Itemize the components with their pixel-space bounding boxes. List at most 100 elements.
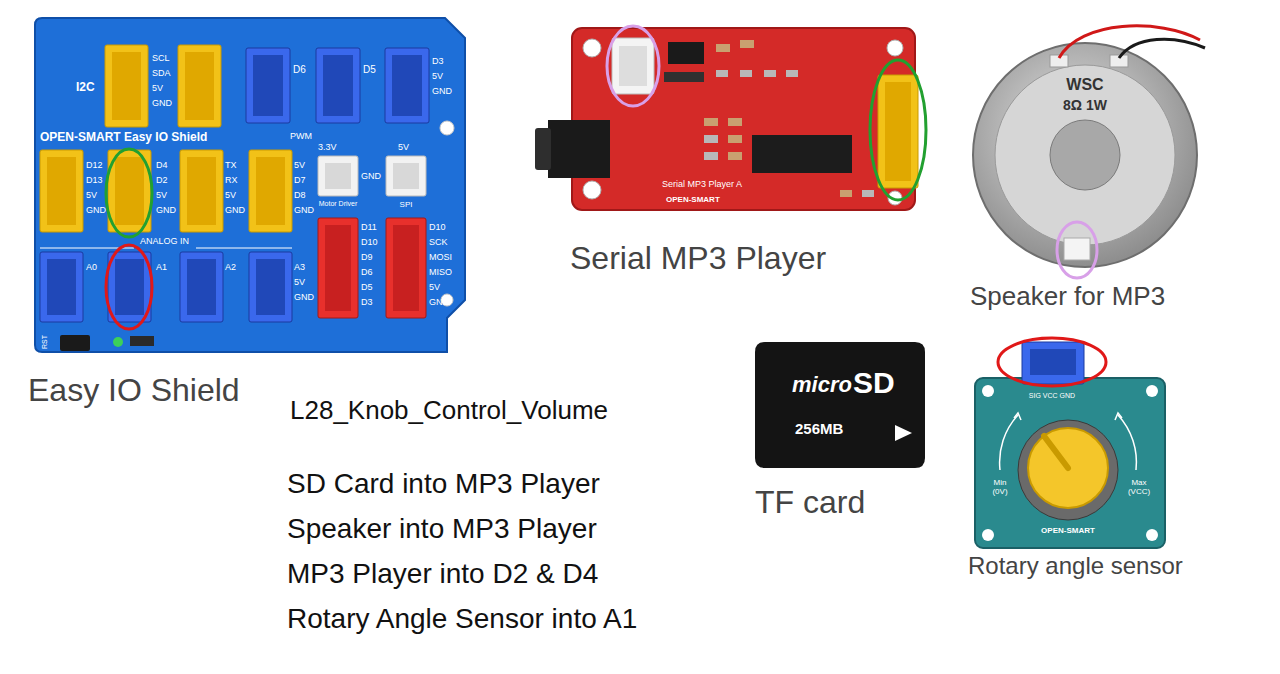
yellow-connectors-part [40,150,83,232]
board-label: GND [432,86,452,96]
blue-connectors-part [392,55,422,116]
yellow-connectors-part [178,45,221,127]
mp3-player-board-part [728,118,742,126]
caption-text: Speaker into MP3 Player [287,513,597,545]
highlight-ring [1057,222,1097,278]
yellow-connectors-part [47,157,76,225]
yellow-connectors-part [180,150,223,232]
blue-connectors-part [256,259,285,315]
mp3-player-board-part [664,72,704,82]
white-connectors-part [386,156,426,196]
board-label: 5V [429,282,440,292]
blue-connectors-part [108,252,151,322]
mp3-player-board-part [885,82,911,181]
caption-text: SD Card into MP3 Player [287,468,600,500]
io-shield-board-part [113,337,123,347]
board-label: 5V [432,71,443,81]
board-label: GND [225,205,245,215]
board-label: SDA [152,68,171,78]
rotary-sensor-part [1014,413,1021,420]
mp3-player-board-part [887,40,903,56]
board-label: Motor Driver [319,200,358,208]
mp3-player-board [535,28,918,210]
tf-card [755,342,925,468]
io-shield-board-part [196,248,292,249]
board-label: 5V [225,190,236,200]
board-label: 8Ω 1W [1063,97,1107,113]
board-label: D9 [361,252,373,262]
red-connectors-part [318,218,358,318]
board-label: D10 [429,222,446,232]
mp3-player-board-part [704,152,718,160]
highlight-ring [607,26,659,106]
blue-connectors-part [180,252,223,322]
highlight-ring [106,149,152,237]
tf-card-part [895,425,912,441]
board-label: I2C [76,81,95,95]
blue-connectors-part [246,48,290,123]
board-label: 5V [294,160,305,170]
mp3-player-board-part [704,118,718,126]
blue-connectors-part [40,252,83,322]
board-label: MISO [429,267,452,277]
rotary-sensor-part [975,378,1165,548]
board-label: Max (VCC) [1123,478,1155,496]
board-label: D10 [361,237,378,247]
caption-text: SD [853,366,895,401]
yellow-connectors-part [256,157,285,225]
yellow-connectors-part [249,150,292,232]
caption-text: Rotary Angle Sensor into A1 [287,603,637,635]
mp3-player-board-part [862,190,874,197]
rotary-sensor-part [1115,413,1122,420]
board-label: D13 [86,175,103,185]
board-label: RST [41,335,49,349]
io-shield-board-part [35,18,465,352]
white-connectors [318,156,426,196]
speaker [973,26,1205,267]
blue-connectors-part [253,55,283,116]
mp3-player-board-part [548,120,610,178]
blue-connectors [40,48,429,322]
yellow-connectors [40,45,292,232]
mp3-player-board-part [728,135,742,143]
blue-connectors-part [385,48,429,123]
io-shield-board [35,18,465,352]
board-label: OPEN-SMART [1041,526,1095,535]
board-label: D11 [361,222,377,232]
board-label: 5V [294,277,305,287]
blue-connectors-part [316,48,360,123]
mp3-player-board-part [740,40,754,48]
board-label: GND [152,98,172,108]
highlight-ring [106,245,152,329]
mp3-player-board-part [740,70,752,77]
highlight-ring [998,338,1106,386]
board-label: GND [86,205,106,215]
speaker-part [973,43,1197,267]
red-connectors [318,218,426,318]
rotary-sensor-part [1030,349,1076,375]
red-connectors-part [325,225,351,311]
board-label: Serial MP3 Player A [662,179,742,189]
board-label: D2 [156,175,168,185]
board-label: MOSI [429,252,452,262]
mp3-player-board-part [572,28,915,210]
rotary-sensor-part [1044,436,1068,468]
mp3-player-board-part [583,39,601,57]
yellow-connectors-part [112,52,141,120]
caption-text: TF card [755,484,865,521]
board-label: 5V [86,190,97,200]
rotary-sensor-part [982,385,994,397]
caption-text: Speaker for MP3 [970,282,1165,312]
speaker-part [1059,26,1200,58]
rotary-sensor-part [1028,428,1108,508]
white-connectors-part [318,156,358,196]
board-label: D5 [363,64,376,76]
board-label: GND [156,205,176,215]
mp3-player-board-part [716,44,730,52]
board-label: ANALOG IN [140,236,189,246]
mp3-player-board-part [878,75,918,188]
board-label: 3.3V [318,142,337,152]
io-shield-board-part [60,335,90,351]
